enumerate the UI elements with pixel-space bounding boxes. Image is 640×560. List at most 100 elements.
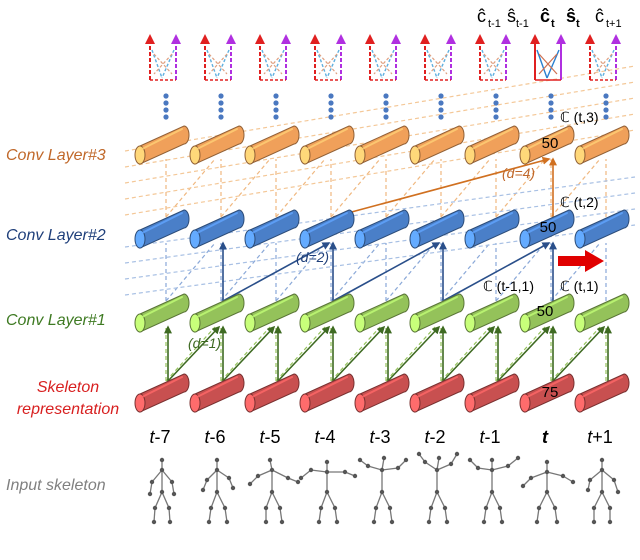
- skeleton-cylinder: [354, 373, 410, 413]
- conv2-cylinder: [244, 209, 300, 249]
- dilation-edge: [222, 242, 331, 302]
- conv2-cylinder: [574, 209, 630, 249]
- skeleton-cylinder: [464, 373, 520, 413]
- time-step-label: t-6: [204, 427, 225, 447]
- ellipsis-dot: [603, 93, 609, 99]
- skeleton-label-line2: representation: [17, 401, 119, 418]
- conv1-cylinder: [409, 293, 465, 333]
- input-skeleton-label: Input skeleton: [6, 477, 106, 494]
- dilation-paths: [164, 156, 612, 382]
- dashed-diagonal: [550, 326, 601, 382]
- output-label-t-minus-1: ĉ t-1 ŝ t-1: [477, 6, 529, 30]
- time-step-label: t-7: [149, 427, 170, 447]
- dilation-edge: [442, 242, 551, 302]
- dilation-edge: [167, 325, 221, 382]
- dashed-band: [124, 113, 636, 200]
- conv3-cylinder: [244, 125, 300, 165]
- vertical-dots: [163, 93, 609, 120]
- output-label-t: ĉ t ŝ t: [540, 6, 580, 30]
- dilation-edge: [222, 325, 276, 382]
- input-skeleton-figure: [200, 457, 236, 525]
- conv2-channel-count: 50: [540, 219, 557, 236]
- dilation-edge: [387, 325, 441, 382]
- receptive-c-t2: ℂ (t,2): [560, 194, 599, 210]
- svg-text:ĉ: ĉ: [540, 6, 550, 26]
- dashed-diagonal: [495, 158, 546, 218]
- ellipsis-dot: [383, 114, 389, 120]
- conv1-cylinder: [519, 293, 575, 333]
- dilation-edge: [332, 325, 386, 382]
- input-skeleton-figure: [467, 455, 521, 525]
- skeleton-cylinder: [189, 373, 245, 413]
- input-skeleton-figure: [247, 457, 301, 525]
- ellipsis-dot: [438, 100, 444, 106]
- dashed-band: [124, 192, 636, 264]
- ellipsis-dot: [383, 100, 389, 106]
- time-step-label: t-4: [314, 427, 335, 447]
- ellipsis-dot: [218, 100, 224, 106]
- conv3-cylinder: [464, 125, 520, 165]
- ellipsis-dot: [548, 93, 554, 99]
- layer-cylinders: [134, 125, 630, 413]
- skeleton-channel-count: 75: [542, 384, 559, 401]
- dashed-diagonal: [440, 326, 491, 382]
- ellipsis-dot: [163, 93, 169, 99]
- conv3-cylinder: [134, 125, 190, 165]
- ellipsis-dot: [548, 107, 554, 113]
- conv-layer-1-label: Conv Layer#1: [6, 312, 106, 329]
- conv2-cylinder: [299, 209, 355, 249]
- output-arrow-group: [365, 34, 401, 81]
- ellipsis-dot: [548, 114, 554, 120]
- time-step-label: t-5: [259, 427, 280, 447]
- ellipsis-dot: [493, 93, 499, 99]
- ellipsis-dot: [603, 114, 609, 120]
- ellipsis-dot: [603, 100, 609, 106]
- svg-text:ĉ: ĉ: [595, 6, 604, 26]
- receptive-c-t3: ℂ (t,3): [560, 109, 599, 125]
- output-arrow-group: [145, 34, 181, 81]
- dashed-diagonal: [165, 326, 216, 382]
- ellipsis-dot: [163, 114, 169, 120]
- red-right-arrow: [558, 250, 604, 272]
- ellipsis-dot: [383, 107, 389, 113]
- conv2-cylinder: [134, 209, 190, 249]
- dashed-diagonal: [220, 326, 271, 382]
- conv1-cylinder: [189, 293, 245, 333]
- output-arrow-group: [310, 34, 346, 81]
- skeleton-cylinder: [299, 373, 355, 413]
- dashed-diagonal: [275, 158, 326, 218]
- ellipsis-dot: [328, 114, 334, 120]
- ellipsis-dot: [218, 114, 224, 120]
- ellipsis-dot: [328, 107, 334, 113]
- output-arrow-group: [475, 34, 511, 81]
- conv1-cylinder: [299, 293, 355, 333]
- input-skeleton-figures: [147, 451, 621, 525]
- receptive-c-t1: ℂ (t,1): [560, 278, 599, 294]
- receptive-c-tm1-1: ℂ (t-1,1): [483, 278, 534, 294]
- input-skeleton-figure: [357, 455, 409, 525]
- input-skeleton-figure: [585, 457, 621, 525]
- ellipsis-dot: [328, 93, 334, 99]
- conv1-cylinder: [134, 293, 190, 333]
- dashed-diagonal: [330, 242, 381, 302]
- ellipsis-dot: [493, 107, 499, 113]
- output-label-t-plus-1: ĉ t+1: [595, 6, 622, 30]
- dashed-diagonal: [495, 242, 546, 302]
- dashed-diagonal: [385, 326, 436, 382]
- dashed-diagonal: [330, 326, 381, 382]
- conv2-cylinder: [354, 209, 410, 249]
- output-arrows: [145, 34, 621, 81]
- dilation-edge: [442, 325, 496, 382]
- conv1-channel-count: 50: [537, 303, 554, 320]
- time-step-label: t-1: [479, 427, 500, 447]
- ellipsis-dot: [438, 114, 444, 120]
- ellipsis-dot: [218, 107, 224, 113]
- input-skeleton-figure: [520, 459, 576, 525]
- time-step-label: t: [542, 427, 549, 447]
- output-arrow-group: [200, 34, 236, 81]
- input-skeleton-figure: [147, 457, 177, 525]
- ellipsis-dot: [163, 100, 169, 106]
- output-arrow-group: [420, 34, 456, 81]
- ellipsis-dot: [548, 100, 554, 106]
